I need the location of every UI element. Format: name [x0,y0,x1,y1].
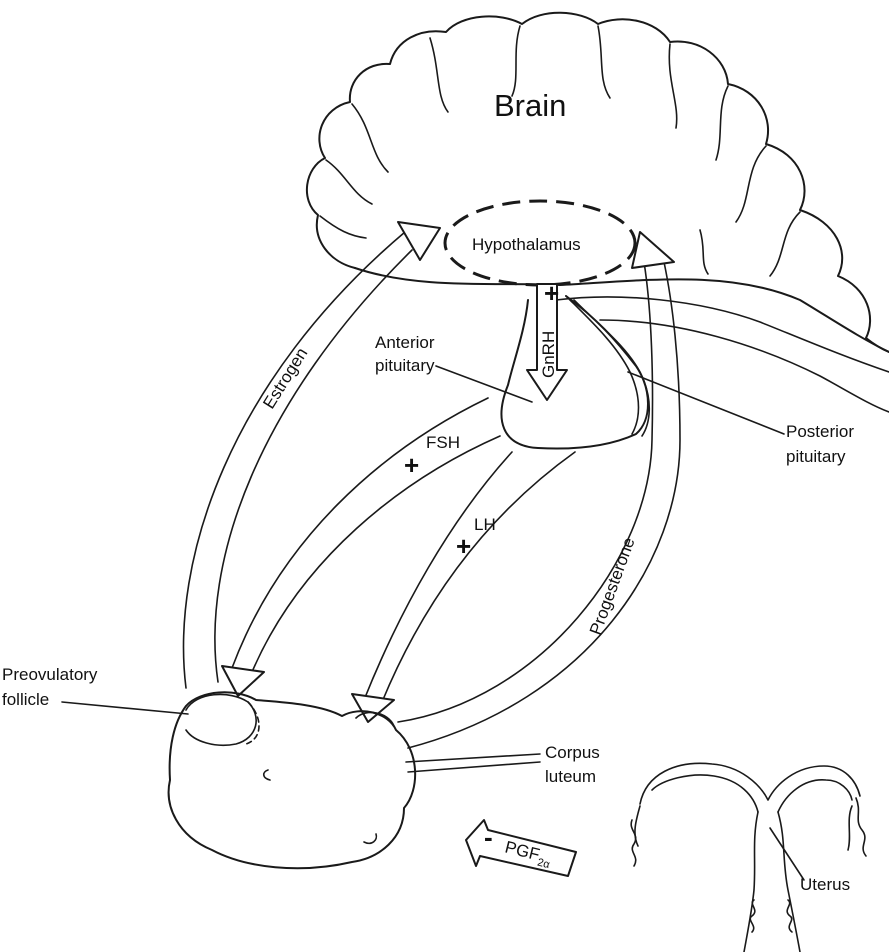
uterus [631,763,866,952]
posterior-pituitary-label-line2: pituitary [786,447,846,466]
pgf2a-minus-sign: - [484,822,493,852]
gnrh-label: GnRH [539,331,558,378]
preovulatory-follicle-label-line2: follicle [2,690,49,709]
posterior-pituitary-pointer [628,372,784,434]
preovulatory-follicle-label-line1: Preovulatory [2,665,98,684]
corpus-luteum-pointer-2 [408,762,540,772]
ovary [169,692,416,868]
corpus-luteum-label-line1: Corpus [545,743,600,762]
corpus-luteum-label-line2: luteum [545,767,596,786]
anterior-pituitary-label-line1: Anterior [375,333,435,352]
uterus-pointer [770,828,804,880]
anterior-pituitary-label-line2: pituitary [375,356,435,375]
fsh-plus-sign: + [404,450,419,480]
preovulatory-follicle-pointer [62,702,188,714]
uterus-label: Uterus [800,875,850,894]
brain-label: Brain [494,88,566,123]
brain-outline [307,13,889,412]
lh-plus-sign: + [456,531,471,561]
gnrh-plus-sign: + [544,278,559,308]
anterior-pituitary-pointer [436,366,532,402]
fsh-label: FSH [426,433,460,452]
estrogen-label: Estrogen [259,344,311,412]
lh-arrow [352,452,575,722]
corpus-luteum-pointer-1 [406,754,540,762]
hypothalamus-label: Hypothalamus [472,235,581,254]
pituitary-gland [501,296,649,448]
posterior-pituitary-label-line1: Posterior [786,422,854,441]
lh-label: LH [474,515,496,534]
